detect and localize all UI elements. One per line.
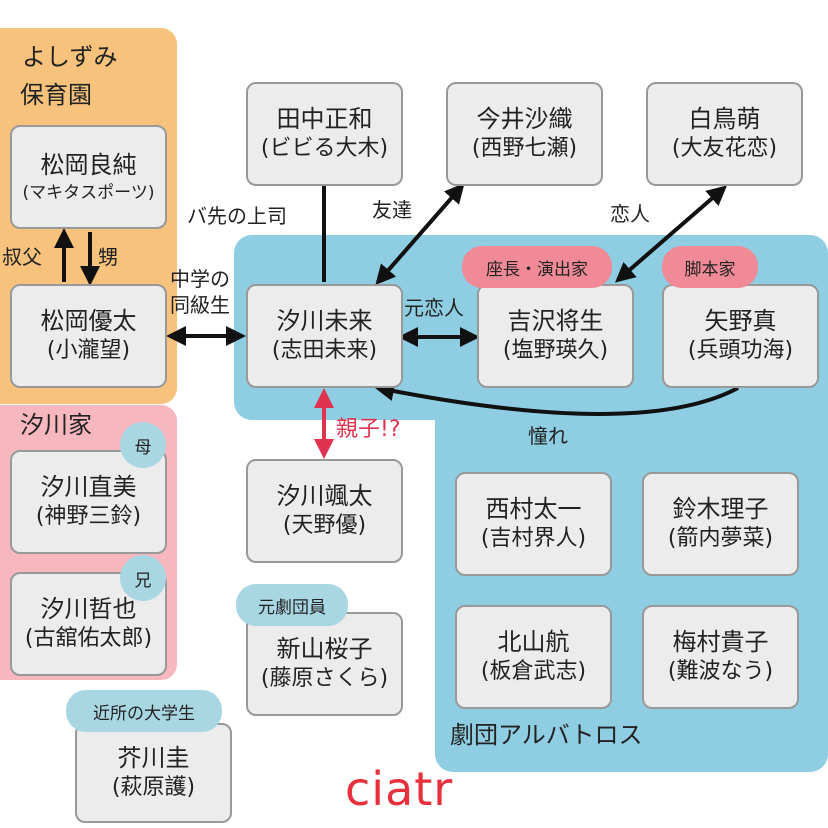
node-name: 汐川未来 [276, 307, 373, 336]
node-actor: (塩野瑛久) [502, 338, 609, 364]
edge-lover [614, 185, 728, 283]
node-tanaka: 田中正和 (ビビる大木) [246, 82, 403, 186]
node-actor: (大友花恋) [671, 136, 778, 162]
node-name: 矢野真 [704, 307, 777, 336]
edge-label-parent-child: 親子!? [336, 417, 401, 442]
node-name: 汐川直美 [40, 473, 137, 502]
node-imai: 今井沙織 (西野七瀬) [446, 82, 603, 186]
region-shiokawa-family-label: 汐川家 [20, 411, 92, 439]
region-yoshizumi-label-1: よしずみ [22, 43, 118, 71]
node-actor: (ビビる大木) [260, 136, 389, 162]
node-name: 西村太一 [485, 495, 582, 524]
edge-friend [375, 182, 465, 286]
edge-label-friend: 友達 [372, 198, 412, 222]
edge-label-classmate-2: 同級生 [170, 293, 230, 317]
node-akutagawa: 芥川圭 (萩原護) [75, 723, 232, 823]
node-umemura: 梅村貴子 (難波なう) [642, 605, 799, 709]
node-name: 田中正和 [276, 105, 373, 134]
node-name: 松岡良純 [40, 151, 137, 180]
badge-brother: 兄 [120, 555, 166, 601]
node-actor: (難波なう) [667, 659, 774, 685]
node-name: 新山桜子 [276, 635, 373, 664]
node-name: 松岡優太 [40, 307, 137, 336]
node-suzuki: 鈴木理子 (箭内夢菜) [642, 472, 799, 576]
node-actor: (西野七瀬) [471, 136, 578, 162]
region-theater-main [435, 400, 828, 772]
badge-niiyama-role: 元劇団員 [236, 584, 348, 626]
edge-label-classmate-1: 中学の [170, 267, 230, 291]
edge-label-nephew: 甥 [98, 245, 118, 269]
edge-label-uncle: 叔父 [2, 245, 42, 269]
node-actor: (神野三鈴) [35, 504, 142, 530]
node-name: 汐川颯太 [276, 482, 373, 511]
ciatr-logo: ciatr [345, 762, 454, 816]
node-actor: (板倉武志) [480, 659, 587, 685]
node-actor: (兵頭功海) [687, 338, 794, 364]
node-kitayama: 北山航 (板倉武志) [455, 605, 612, 709]
node-shiokawa-futa: 汐川颯太 (天野優) [246, 459, 403, 563]
edge-label-admiration: 憧れ [528, 424, 568, 448]
node-actor: (志田未来) [271, 338, 378, 364]
node-name: 今井沙織 [476, 105, 573, 134]
node-yoshizawa: 吉沢将生 (塩野瑛久) [477, 284, 634, 388]
node-name: 北山航 [497, 628, 570, 657]
node-actor: (古舘佑太郎) [24, 626, 153, 652]
edge-label-lover: 恋人 [610, 202, 650, 226]
region-theater-label: 劇団アルバトロス [450, 721, 643, 749]
node-matsuoka-yuta: 松岡優太 (小瀧望) [10, 284, 167, 388]
badge-yano-role: 脚本家 [662, 246, 758, 288]
node-actor: (吉村界人) [480, 526, 587, 552]
node-actor: (天野優) [282, 513, 367, 539]
node-actor: (藤原さくら) [260, 666, 389, 692]
node-actor: (小瀧望) [46, 338, 131, 364]
node-name: 汐川哲也 [40, 595, 137, 624]
edge-label-ex-lover: 元恋人 [404, 296, 464, 320]
node-matsuoka-yoshizumi: 松岡良純 (マキタスポーツ) [10, 125, 167, 229]
node-name: 芥川圭 [117, 744, 190, 773]
node-shiokawa-miku: 汐川未来 (志田未来) [246, 284, 403, 388]
node-actor: (箭内夢菜) [667, 526, 774, 552]
node-actor: (萩原護) [111, 775, 196, 801]
node-yano: 矢野真 (兵頭功海) [662, 284, 819, 388]
node-shiratori: 白鳥萌 (大友花恋) [646, 82, 803, 186]
node-name: 梅村貴子 [672, 628, 769, 657]
badge-akutagawa-role: 近所の大学生 [66, 690, 222, 732]
node-name: 鈴木理子 [672, 495, 769, 524]
node-shiokawa-naomi: 汐川直美 (神野三鈴) [10, 450, 167, 554]
node-nishimura: 西村太一 (吉村界人) [455, 472, 612, 576]
node-name: 吉沢将生 [507, 307, 604, 336]
region-yoshizumi-label-2: 保育園 [20, 81, 92, 109]
badge-yoshizawa-role: 座長・演出家 [462, 246, 612, 288]
badge-mother: 母 [120, 422, 166, 468]
node-niiyama: 新山桜子 (藤原さくら) [246, 612, 403, 716]
edge-admiration [374, 381, 739, 416]
edge-label-boss: バ先の上司 [187, 204, 287, 228]
node-name: 白鳥萌 [688, 105, 761, 134]
node-actor: (マキタスポーツ) [22, 182, 155, 203]
